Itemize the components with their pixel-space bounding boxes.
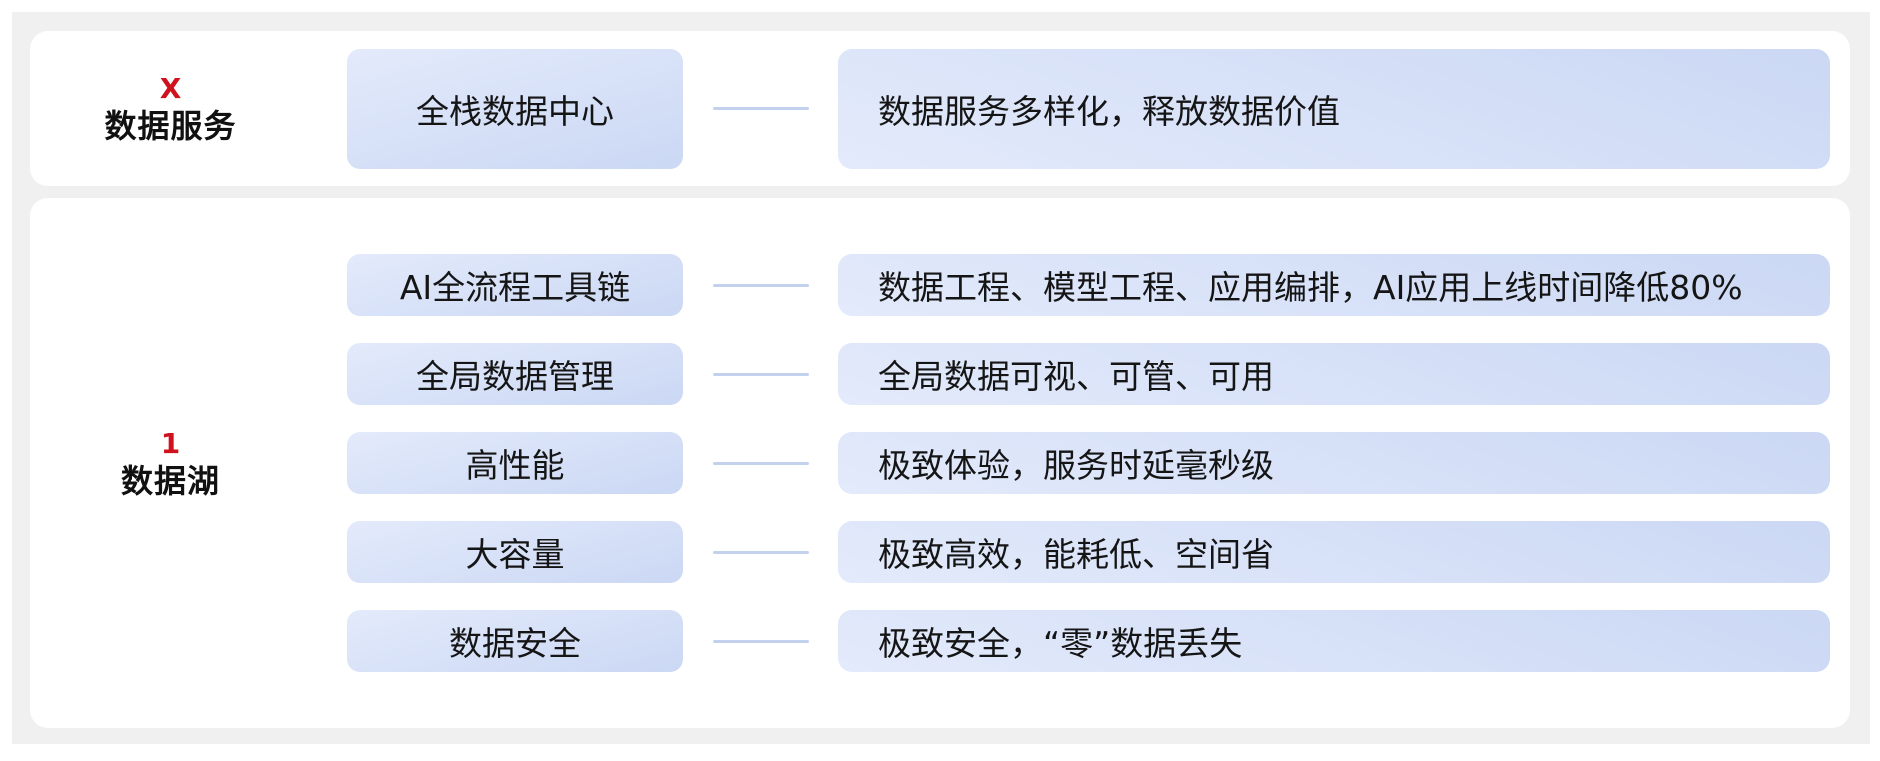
feature-box: 数据安全: [347, 610, 683, 672]
description-box: 数据服务多样化，释放数据价值: [838, 48, 1830, 169]
feature-label: 高性能: [465, 446, 565, 485]
connector-line: [712, 283, 809, 287]
description-text: 数据工程、模型工程、应用编排，AI应用上线时间降低80%: [878, 268, 1743, 307]
description-box: 全局数据可视、可管、可用: [838, 343, 1830, 405]
section-badge: 1: [160, 426, 181, 460]
feature-row: 全局数据管理 全局数据可视、可管、可用: [347, 343, 1830, 405]
description-text: 极致安全，“零”数据丢失: [878, 624, 1243, 663]
description-text: 全局数据可视、可管、可用: [878, 357, 1274, 396]
section-rows: AI全流程工具链 数据工程、模型工程、应用编排，AI应用上线时间降低80% 全局…: [347, 198, 1850, 728]
connector-line: [712, 107, 809, 110]
description-text: 数据服务多样化，释放数据价值: [878, 91, 1340, 131]
feature-label: AI全流程工具链: [399, 268, 631, 307]
description-box: 极致安全，“零”数据丢失: [838, 610, 1830, 672]
connector: [683, 461, 838, 465]
feature-row: 高性能 极致体验，服务时延毫秒级: [347, 432, 1830, 494]
feature-row: 全栈数据中心 数据服务多样化，释放数据价值: [347, 48, 1830, 169]
section-card-data-service: X 数据服务 全栈数据中心 数据服务多样化，释放数据价值: [30, 31, 1850, 186]
section-label: 1 数据湖: [30, 198, 347, 728]
description-text: 极致高效，能耗低、空间省: [878, 535, 1274, 574]
connector-line: [712, 639, 809, 643]
diagram-background: X 数据服务 全栈数据中心 数据服务多样化，释放数据价值 1 数据湖 AI全流程…: [12, 12, 1870, 744]
feature-label: 大容量: [465, 535, 565, 574]
feature-box: 全栈数据中心: [347, 48, 683, 169]
feature-box: AI全流程工具链: [347, 254, 683, 316]
section-label: X 数据服务: [30, 31, 347, 186]
description-text: 极致体验，服务时延毫秒级: [878, 446, 1274, 485]
section-rows: 全栈数据中心 数据服务多样化，释放数据价值: [347, 31, 1850, 186]
feature-row: AI全流程工具链 数据工程、模型工程、应用编排，AI应用上线时间降低80%: [347, 254, 1830, 316]
feature-row: 大容量 极致高效，能耗低、空间省: [347, 521, 1830, 583]
feature-box: 大容量: [347, 521, 683, 583]
description-box: 极致体验，服务时延毫秒级: [838, 432, 1830, 494]
section-title: 数据服务: [104, 107, 237, 145]
connector: [683, 283, 838, 287]
description-box: 数据工程、模型工程、应用编排，AI应用上线时间降低80%: [838, 254, 1830, 316]
section-badge: X: [159, 72, 182, 105]
feature-label: 数据安全: [449, 624, 581, 663]
connector: [683, 639, 838, 643]
feature-label: 全局数据管理: [416, 357, 614, 396]
connector: [683, 550, 838, 554]
feature-box: 高性能: [347, 432, 683, 494]
connector: [683, 372, 838, 376]
connector-line: [712, 461, 809, 465]
feature-box: 全局数据管理: [347, 343, 683, 405]
description-box: 极致高效，能耗低、空间省: [838, 521, 1830, 583]
connector-line: [712, 372, 809, 376]
connector: [683, 107, 838, 110]
section-title: 数据湖: [120, 461, 220, 500]
connector-line: [712, 550, 809, 554]
feature-row: 数据安全 极致安全，“零”数据丢失: [347, 610, 1830, 672]
feature-label: 全栈数据中心: [416, 91, 614, 131]
section-card-data-lake: 1 数据湖 AI全流程工具链 数据工程、模型工程、应用编排，AI应用上线时间降低…: [30, 198, 1850, 728]
